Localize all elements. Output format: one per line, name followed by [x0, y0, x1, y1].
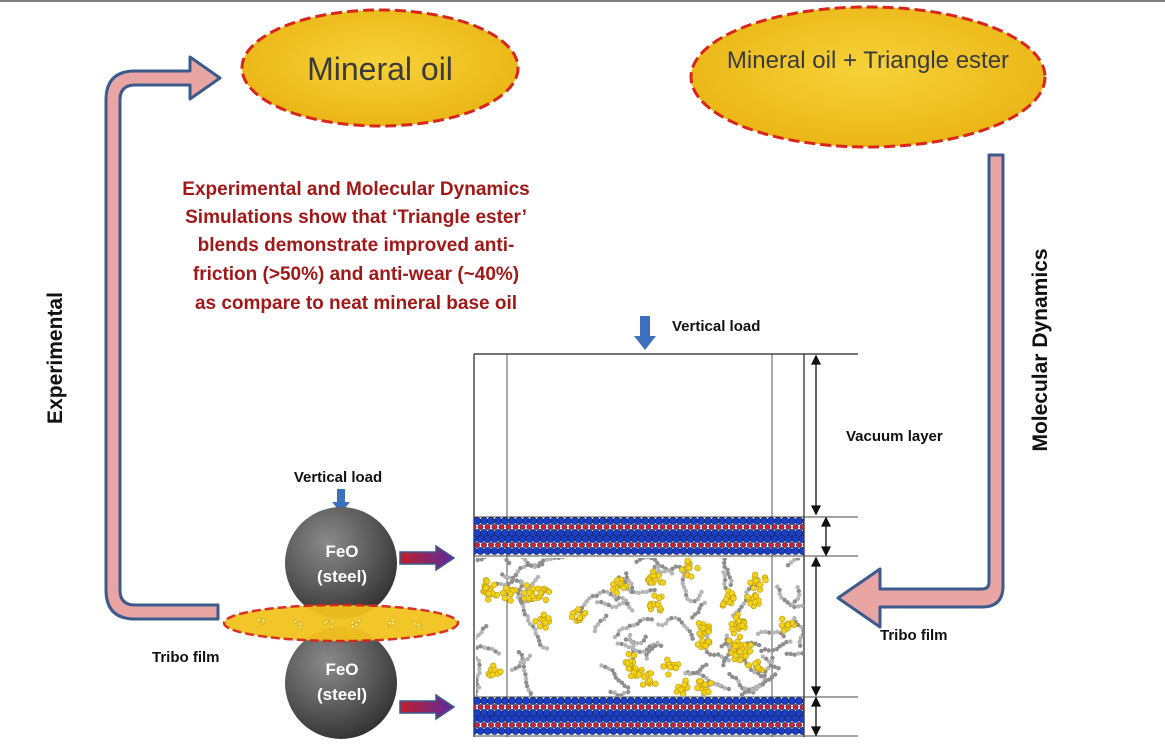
- vertical-load-balls-label: Vertical load: [294, 469, 382, 486]
- molecular-dynamics-cycle-arrow: [836, 153, 1005, 629]
- description-line: as compare to neat mineral base oil: [195, 293, 517, 314]
- mineral-oil-triangle-ester-ellipse: [689, 5, 1047, 149]
- steel-ball-top: [285, 507, 397, 619]
- description-block: Experimental and Molecular Dynamics Simu…: [182, 179, 529, 314]
- ball-top-label-2: (steel): [317, 567, 367, 586]
- vacuum-layer-label: Vacuum layer: [846, 428, 943, 445]
- ball-top-label-1: FeO: [325, 542, 358, 561]
- vertical-load-sim-label: Vertical load: [672, 318, 760, 335]
- connector-arrow-bottom: [399, 693, 456, 721]
- experimental-label: Experimental: [44, 292, 67, 424]
- description-line: blends demonstrate improved anti-: [198, 235, 515, 256]
- mineral-oil-ellipse: [240, 8, 520, 128]
- experimental-cycle-arrow: [104, 55, 222, 621]
- dimension-arrows: [810, 354, 832, 737]
- molecular-dynamics-label: Molecular Dynamics: [1029, 248, 1052, 451]
- simulation-box: [473, 353, 858, 737]
- mineral-oil-label: Mineral oil: [307, 51, 453, 87]
- tribo-film-ellipse: [222, 603, 460, 643]
- lubricant-fluid: [476, 558, 804, 696]
- tribo-film-molecules: [256, 617, 423, 630]
- description-line: Simulations show that ‘Triangle ester’: [185, 207, 527, 228]
- iron-oxide-layer-top: [474, 517, 804, 555]
- steel-ball-bottom: [285, 627, 397, 739]
- vertical-load-arrow-sim: [634, 316, 656, 350]
- ball-bottom-label-1: FeO: [325, 660, 358, 679]
- ball-bottom-label-2: (steel): [317, 685, 367, 704]
- iron-oxide-layer-bottom: [474, 697, 804, 735]
- tribo-film-left-label: Tribo film: [152, 649, 220, 666]
- vertical-load-arrow-balls: [332, 489, 350, 513]
- tribo-film-right-label: Tribo film: [880, 627, 948, 644]
- description-line: friction (>50%) and anti-wear (~40%): [193, 264, 519, 285]
- connector-arrow-top: [399, 544, 456, 572]
- description-line: Experimental and Molecular Dynamics: [182, 179, 529, 200]
- mineral-oil-triangle-ester-label: Mineral oil + Triangle ester: [727, 47, 1009, 74]
